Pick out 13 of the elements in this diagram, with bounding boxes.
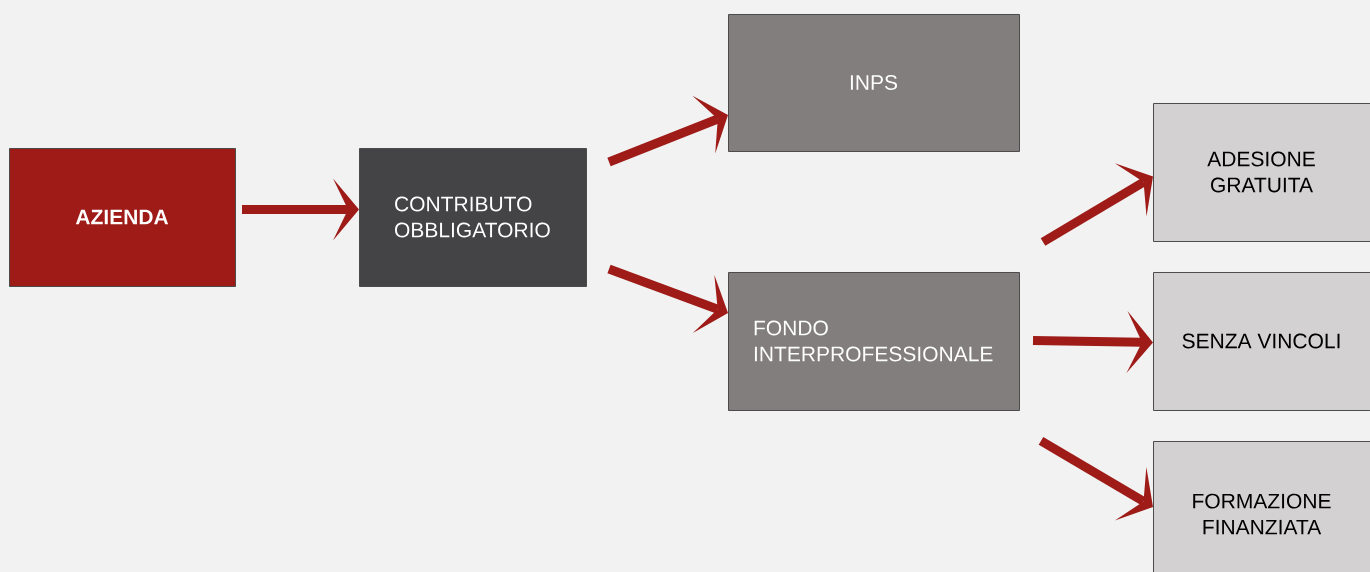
arrow [1038,437,1153,521]
outcome-box: ADESIONE GRATUITA [1153,103,1370,242]
outcome-box: FORMAZIONE FINANZIATA [1153,441,1370,572]
fund-box: INPS [728,14,1020,152]
arrow [242,178,359,241]
arrow [607,95,728,167]
outcome-box: SENZA VINCOLI [1153,272,1370,411]
company-box: AZIENDA [9,148,236,287]
fund-box: FONDO INTERPROFESSIONALE [728,272,1020,411]
arrow [1040,163,1153,246]
arrow [607,264,728,334]
contribution-box: CONTRIBUTO OBBLIGATORIO [359,148,587,287]
arrow [1032,311,1153,374]
